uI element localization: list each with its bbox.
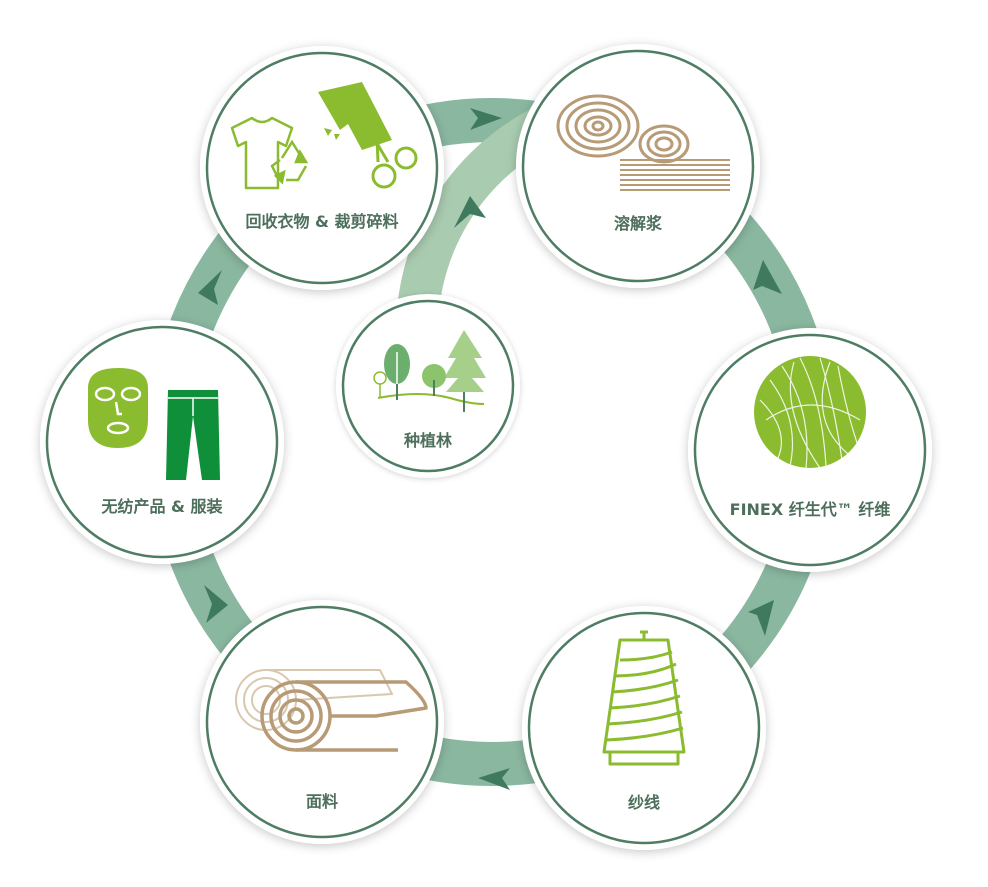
node-recycled: 回收衣物 & 裁剪碎料 [200,46,444,290]
node-products: 无纺产品 & 服装 [40,320,284,564]
node-fabric: 面料 [200,600,444,844]
node-label-recycled: 回收衣物 & 裁剪碎料 [245,212,398,231]
recycle-icon [270,139,309,185]
log-rings-icon [556,94,690,164]
trousers-icon [166,390,220,480]
scissors-icon [360,111,418,189]
node-yarn: 纱线 [522,606,766,850]
face-mask-icon [88,368,148,448]
node-label-fabric: 面料 [306,792,338,811]
fabric-scrap-icon [318,82,392,150]
node-label-products: 无纺产品 & 服装 [100,497,222,516]
node-label-yarn: 纱线 [628,793,660,812]
node-forest: 种植林 [336,294,520,478]
fabric-roll-icon [235,669,428,752]
arrow-6 [198,270,222,305]
arrow-4 [478,768,510,790]
arrow-7 [454,196,486,228]
node-pulp: 溶解浆 [516,44,760,288]
node-label-forest: 种植林 [403,431,452,450]
node-fiber: FINEX 纤生代™ 纤维 [688,328,932,572]
arrow-2 [753,260,782,294]
node-label-pulp: 溶解浆 [614,214,663,233]
forest-trees-icon [373,330,486,412]
flow-arrows [198,108,782,790]
node-label-fiber: FINEX 纤生代™ 纤维 [730,500,891,519]
arrow-1 [470,108,502,130]
arrow-5 [204,585,228,623]
t-shirt-icon [230,116,294,190]
pulp-sheets-icon [620,159,730,191]
arrow-3 [748,600,774,636]
fiber-ball-icon [754,356,866,469]
yarn-cone-icon [602,630,686,766]
